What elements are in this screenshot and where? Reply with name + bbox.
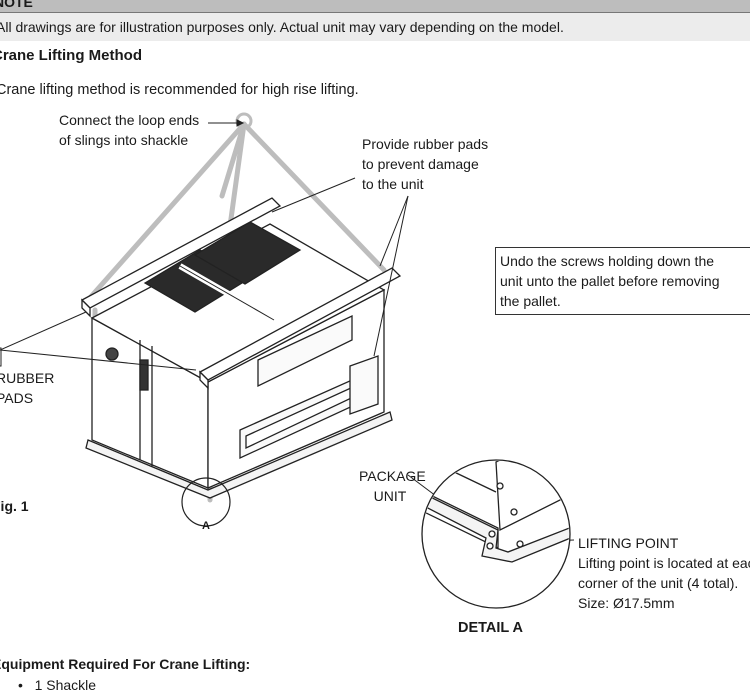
section-title: Crane Lifting Method xyxy=(0,47,142,64)
loop-callout: Connect the loop ends of slings into sha… xyxy=(59,112,200,148)
note-header: NOTE xyxy=(0,0,750,13)
pad-beams xyxy=(80,197,402,390)
note-title: NOTE xyxy=(0,0,33,10)
lifting-point-callout: LIFTING POINT Lifting point is located a… xyxy=(578,535,750,611)
note-text: All drawings are for illustration purpos… xyxy=(0,19,564,35)
detail-marker-circle xyxy=(181,477,231,527)
detail-marker-label: A xyxy=(202,520,210,532)
detail-a-view xyxy=(421,459,571,609)
screws-note-box: Undo the screws holding down the unit un… xyxy=(495,247,750,315)
equipment-title: Equipment Required For Crane Lifting: xyxy=(0,656,251,672)
section-intro: Crane lifting method is recommended for … xyxy=(0,82,359,98)
pads-callout: Provide rubber pads to prevent damage to… xyxy=(362,136,489,192)
note-bar: All drawings are for illustration purpos… xyxy=(0,13,750,41)
package-unit xyxy=(85,221,393,499)
package-unit-callout: PACKAGE UNIT xyxy=(359,468,426,504)
rubber-pads-callout: RUBBER PADS xyxy=(0,370,55,406)
figure-label: Fig. 1 xyxy=(0,498,29,514)
equipment-item: • 1 Shackle xyxy=(18,677,97,693)
detail-label: DETAIL A xyxy=(458,620,523,636)
